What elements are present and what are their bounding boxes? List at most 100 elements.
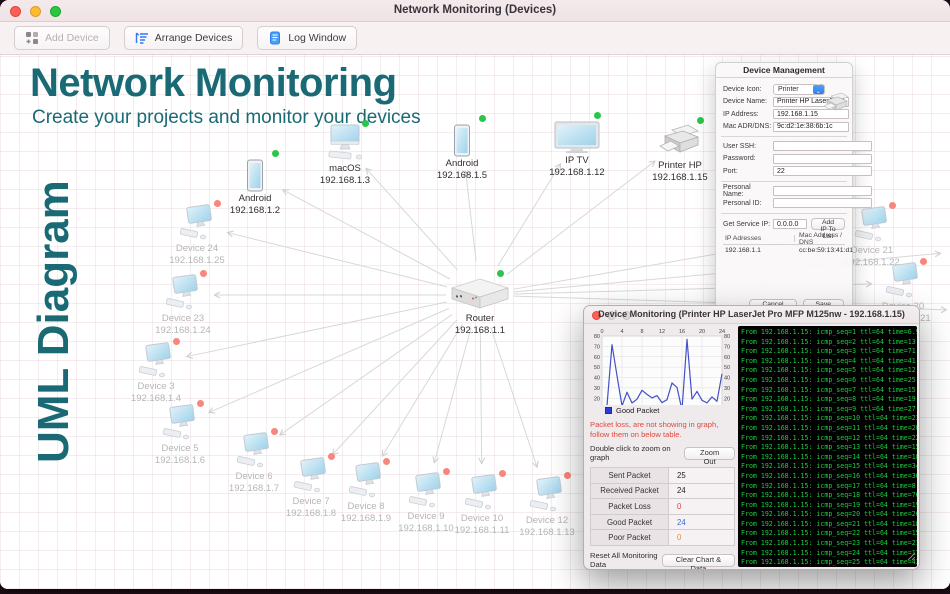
svg-text:0: 0 <box>600 329 603 335</box>
fullscreen-window-button[interactable] <box>50 5 61 17</box>
ping-log-line: From 192.168.1.15: icmp_seq=10 ttl=64 ti… <box>741 414 917 423</box>
svg-text:60: 60 <box>594 355 600 361</box>
device-ip-label: 192.168.1.11 <box>454 524 510 536</box>
chart-legend: Good Packet <box>605 406 735 415</box>
device-icon-value: Printer <box>778 85 799 93</box>
legend-swatch <box>605 407 612 415</box>
ip-address-field[interactable] <box>773 109 849 120</box>
svg-text:60: 60 <box>724 355 730 361</box>
device-ip-label: 192.168.1.25 <box>169 254 225 266</box>
status-dot <box>272 150 279 157</box>
device-ip-label: 192.168.1.15 <box>652 171 708 183</box>
status-dot <box>920 258 927 265</box>
device-icon-select[interactable]: Printer ⌃⌄ <box>773 83 825 95</box>
status-dot <box>197 400 204 407</box>
get-service-ip-field[interactable] <box>773 219 807 229</box>
page-subtitle: Create your projects and monitor your de… <box>32 107 421 128</box>
ping-log-line: From 192.168.1.15: icmp_seq=25 ttl=64 ti… <box>741 558 917 567</box>
port-label: Port: <box>723 167 738 175</box>
password-field[interactable] <box>773 153 872 164</box>
mac-adr-dns-field[interactable] <box>773 121 849 132</box>
svg-text:16: 16 <box>679 329 685 335</box>
router-icon <box>451 278 509 309</box>
add-ip-to-list-button[interactable]: Add IP To List <box>811 218 845 240</box>
ping-log-line: From 192.168.1.15: icmp_seq=5 ttl=64 tim… <box>741 366 917 375</box>
minimize-window-button[interactable] <box>30 5 41 17</box>
mac-address-column-header: Mac Address / DNS <box>799 231 843 246</box>
stat-label: Packet Loss <box>591 499 669 514</box>
ping-log-line: From 192.168.1.15: icmp_seq=2 ttl=64 tim… <box>741 337 917 346</box>
clear-chart-data-button[interactable]: Clear Chart & Data <box>661 553 735 569</box>
monitoring-zoom-button[interactable] <box>622 310 631 320</box>
port-field[interactable] <box>773 166 872 177</box>
device-management-title: Device Management <box>716 63 852 78</box>
device-name-label: macOS <box>329 163 361 174</box>
personal-name-label: Personal Name: <box>723 183 751 198</box>
reset-monitoring-data-button[interactable]: Reset All Monitoring Data <box>590 551 658 569</box>
desktop-icon <box>408 472 441 508</box>
svg-text:70: 70 <box>724 344 730 350</box>
svg-text:70: 70 <box>594 344 600 350</box>
personal-id-field[interactable] <box>773 198 872 209</box>
personal-name-field[interactable] <box>773 185 872 196</box>
device-ip-label: 192.168.1.10 <box>398 522 454 534</box>
monitoring-close-button[interactable] <box>592 310 601 320</box>
device-name-label: Device 10 <box>460 513 504 524</box>
device-ip-label: 192.168.1.9 <box>340 512 392 524</box>
svg-text:24: 24 <box>719 329 725 335</box>
ping-log-line: From 192.168.1.15: icmp_seq=3 ttl=64 tim… <box>741 347 917 356</box>
zoom-out-button[interactable]: Zoom Out <box>684 446 735 466</box>
device-ip-label: 192.168.1.2 <box>229 204 281 216</box>
ping-log-line: From 192.168.1.15: icmp_seq=20 ttl=64 ti… <box>741 510 917 519</box>
monitoring-minimize-button[interactable] <box>607 310 616 320</box>
svg-text:20: 20 <box>724 396 730 402</box>
status-dot <box>499 470 506 477</box>
mac-adr-dns-label: Mac ADR/DNS: <box>723 123 772 131</box>
svg-text:30: 30 <box>594 386 600 392</box>
stat-label: Good Packet <box>591 514 669 530</box>
arrange-devices-button[interactable]: Arrange Devices <box>123 26 244 50</box>
device-ip-label: 192.168.1.5 <box>436 169 488 181</box>
stat-value: 24 <box>669 514 734 530</box>
add-device-icon <box>25 31 39 45</box>
status-dot <box>200 270 207 277</box>
log-window-button[interactable]: Log Window <box>257 26 358 50</box>
monitoring-title: Device Monitoring (Printer HP LaserJet P… <box>598 309 905 319</box>
password-label: Password: <box>723 155 756 163</box>
ping-chart[interactable]: 0481216202400101020203030404050506060707… <box>589 326 735 406</box>
svg-text:40: 40 <box>594 376 600 382</box>
packet-loss-note: Packet loss, are not showing in graph, f… <box>590 420 719 439</box>
device-name-field[interactable] <box>773 96 849 107</box>
device-name-label: Router <box>465 313 495 324</box>
close-window-button[interactable] <box>10 5 21 17</box>
user-ssh-field[interactable] <box>773 141 872 152</box>
page-title: Network Monitoring <box>30 61 397 105</box>
ping-log-terminal[interactable]: From 192.168.1.15: icmp_seq=1 ttl=64 tim… <box>738 326 917 567</box>
resize-grip-icon[interactable] <box>907 548 916 566</box>
arrange-devices-label: Arrange Devices <box>154 32 233 44</box>
add-device-button[interactable]: Add Device <box>14 26 110 50</box>
